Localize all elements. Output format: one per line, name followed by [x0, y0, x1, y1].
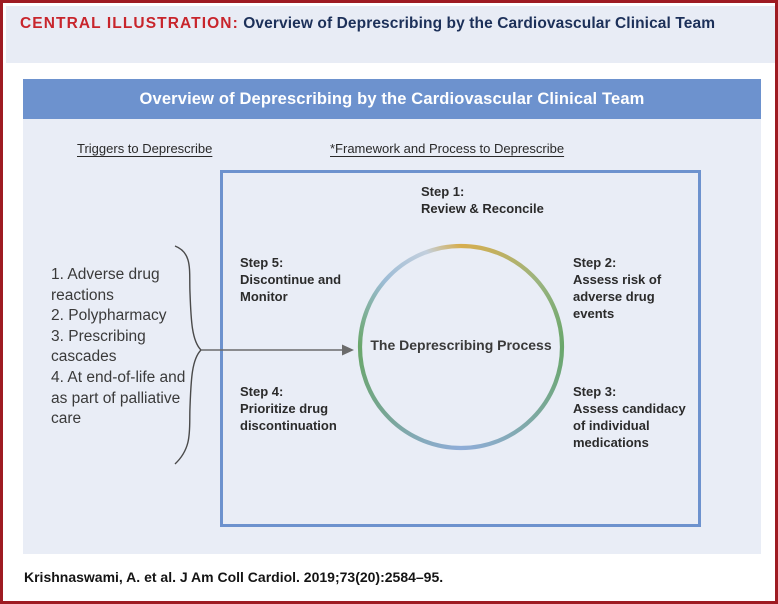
citation: Krishnaswami, A. et al. J Am Coll Cardio…: [24, 569, 444, 585]
step-5-label: Step 5: Discontinue and Monitor: [240, 255, 350, 306]
list-item: 2. Polypharmacy: [51, 307, 167, 325]
step-5-text: Discontinue and Monitor: [240, 271, 342, 304]
framework-process-box: [220, 170, 701, 527]
step-4-text: Prioritize drug discontinuation: [240, 400, 337, 433]
list-item: 1. Adverse drug reactions: [51, 266, 160, 304]
step-1-label: Step 1: Review & Reconcile: [421, 184, 551, 218]
header-band: CENTRAL ILLUSTRATION: Overview of Depres…: [6, 6, 775, 63]
step-3-number: Step 3:: [573, 384, 617, 399]
step-3-text: Assess candidacy of individual medicatio…: [573, 400, 686, 450]
triggers-column-heading: Triggers to Deprescribe: [77, 141, 213, 156]
content-panel: [23, 119, 761, 554]
step-1-text: Review & Reconcile: [421, 200, 544, 216]
step-3-label: Step 3: Assess candidacy of individual m…: [573, 384, 695, 452]
step-4-number: Step 4:: [240, 384, 284, 399]
step-1-number: Step 1:: [421, 184, 465, 199]
header-title-text: Overview of Deprescribing by the Cardiov…: [238, 15, 716, 32]
central-illustration-label: CENTRAL ILLUSTRATION:: [20, 15, 239, 32]
list-item: 4. At end-of-life and as part of palliat…: [51, 369, 186, 428]
step-2-number: Step 2:: [573, 255, 617, 270]
framework-column-heading: *Framework and Process to Deprescribe: [330, 141, 565, 156]
circle-icon: [357, 243, 565, 451]
list-item: 3. Prescribing cascades: [51, 327, 146, 366]
figure-title-bar: Overview of Deprescribing by the Cardiov…: [23, 79, 761, 119]
triggers-list: 1. Adverse drug reactions 2. Polypharmac…: [51, 265, 191, 430]
step-4-label: Step 4: Prioritize drug discontinuation: [240, 384, 358, 435]
step-2-label: Step 2: Assess risk of adverse drug even…: [573, 255, 693, 323]
step-5-number: Step 5:: [240, 255, 284, 270]
page-title: CENTRAL ILLUSTRATION: Overview of Depres…: [20, 14, 764, 35]
circle-center-label: The Deprescribing Process: [370, 337, 552, 353]
figure-title-text: Overview of Deprescribing by the Cardiov…: [139, 89, 645, 108]
step-2-text: Assess risk of adverse drug events: [573, 271, 662, 321]
deprescribing-process-circle: [355, 241, 567, 453]
